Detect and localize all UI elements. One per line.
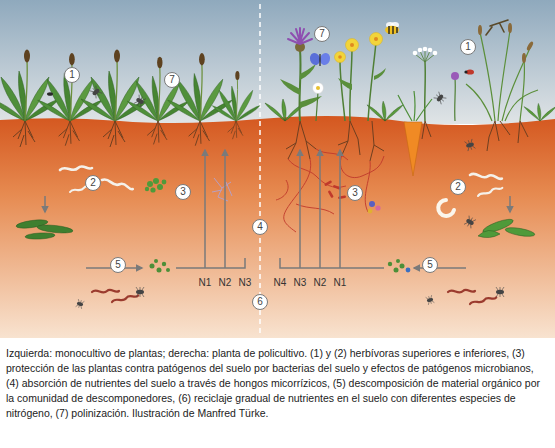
callout-number: 4 (257, 222, 263, 232)
figure-caption: Izquierda: monocultivo de plantas; derec… (6, 346, 549, 421)
callout-circle: 5 (422, 257, 438, 273)
nitrogen-label: N1 (334, 278, 347, 288)
nitrogen-label: N2 (219, 278, 232, 288)
callout-number: 5 (427, 260, 433, 270)
callout-circle: 2 (85, 175, 101, 191)
callout-number: 6 (257, 297, 263, 307)
callout-circle: 4 (252, 219, 268, 235)
callout-circle: 5 (110, 257, 126, 273)
nitrogen-label: N4 (274, 278, 287, 288)
callout-number: 5 (115, 260, 121, 270)
callout-circle: 6 (252, 294, 268, 310)
nitrogen-label: N3 (239, 278, 252, 288)
callout-number: 7 (319, 29, 325, 39)
callout-number: 3 (180, 187, 186, 197)
callout-number: 1 (69, 70, 75, 80)
nitrogen-label: N2 (314, 278, 327, 288)
callout-circle: 3 (175, 184, 191, 200)
callout-circle: 7 (314, 26, 330, 42)
nitrogen-label: N1 (199, 278, 212, 288)
nitrogen-label: N3 (294, 278, 307, 288)
callout-number: 7 (169, 75, 175, 85)
callout-number: 2 (90, 178, 96, 188)
callout-circle: 1 (460, 39, 476, 55)
callout-circle: 1 (64, 67, 80, 83)
callout-number: 1 (465, 42, 471, 52)
callout-circle: 3 (347, 185, 363, 201)
callout-number: 3 (352, 188, 358, 198)
callout-circle: 2 (450, 179, 466, 195)
callout-circle: 7 (164, 72, 180, 88)
callout-number: 2 (455, 182, 461, 192)
